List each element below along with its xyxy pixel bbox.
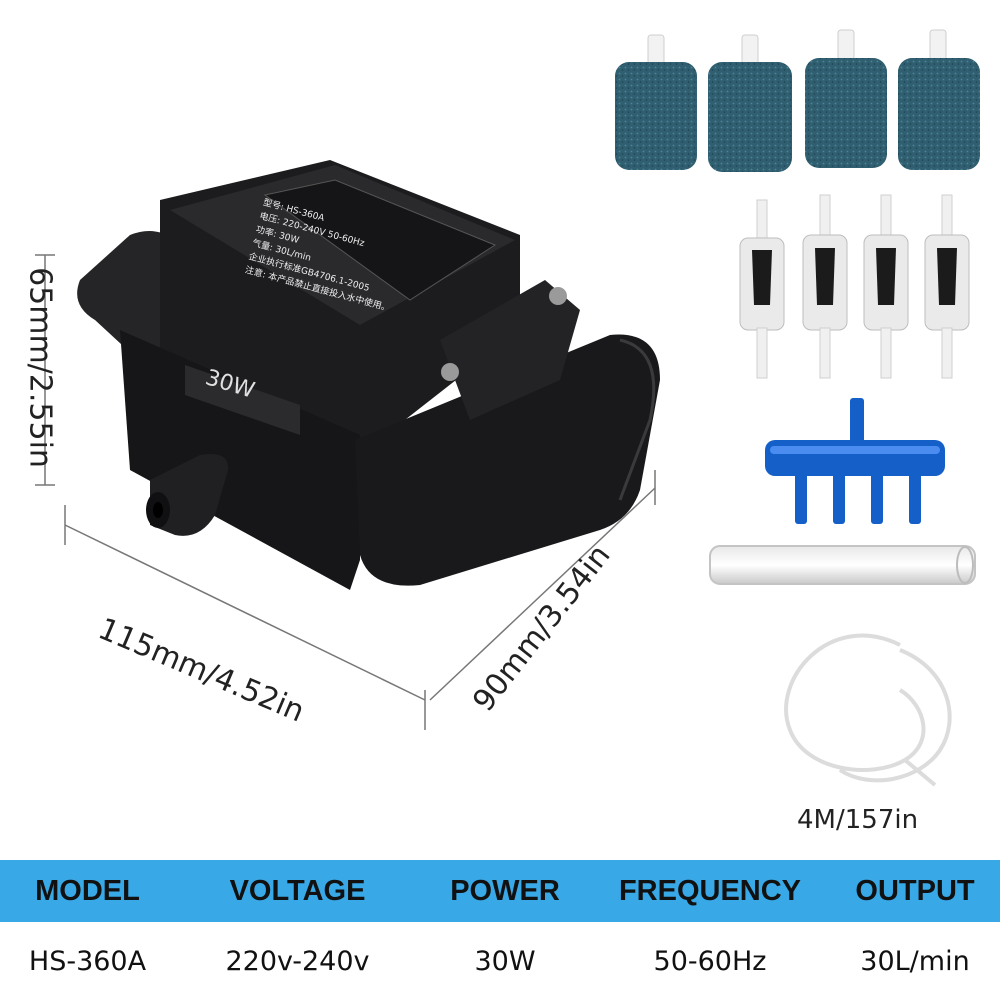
spec-header-voltage: VOLTAGE	[229, 874, 366, 907]
spec-value-row: HS-360A 220v-240v 30W 50-60Hz 30L/min	[0, 922, 1000, 1000]
air-splitter-icon	[765, 398, 945, 524]
depth-dimension-line	[429, 470, 656, 701]
air-stone-icon	[708, 34, 792, 172]
air-stone-icon	[898, 29, 980, 170]
height-dimension-line	[35, 254, 55, 486]
spec-header-row: MODEL VOLTAGE POWER FREQUENCY OUTPUT	[0, 860, 1000, 922]
spec-header-output: OUTPUT	[855, 874, 975, 907]
check-valve-icon	[863, 194, 909, 379]
spec-value-model: HS-360A	[28, 945, 147, 977]
air-stone-icon	[615, 34, 697, 170]
spec-header-model: MODEL	[35, 874, 140, 907]
product-scene: 型号: HS-360A 电压: 220-240V 50-60Hz 功率: 30W…	[22, 29, 980, 835]
air-pump-icon	[77, 160, 660, 590]
air-stones	[615, 29, 980, 172]
check-valve-icon	[802, 194, 848, 379]
tube-length-label: 4M/157in	[797, 805, 919, 835]
spec-value-frequency: 50-60Hz	[653, 945, 767, 977]
height-dimension: 65mm/2.55in	[22, 267, 58, 468]
width-dimension-line	[64, 505, 426, 730]
check-valve-icon	[739, 199, 785, 379]
spec-value-voltage: 220v-240v	[225, 945, 370, 977]
spec-value-output: 30L/min	[860, 945, 970, 977]
spec-table: MODEL VOLTAGE POWER FREQUENCY OUTPUT HS-…	[0, 860, 1000, 1000]
spec-header-frequency: FREQUENCY	[618, 874, 802, 907]
air-stone-icon	[805, 29, 887, 168]
silicone-tube-icon	[784, 633, 952, 787]
check-valves	[739, 194, 970, 379]
spec-value-power: 30W	[474, 945, 536, 977]
hard-tube-icon	[709, 545, 976, 585]
check-valve-icon	[924, 194, 970, 379]
spec-header-power: POWER	[450, 874, 560, 907]
